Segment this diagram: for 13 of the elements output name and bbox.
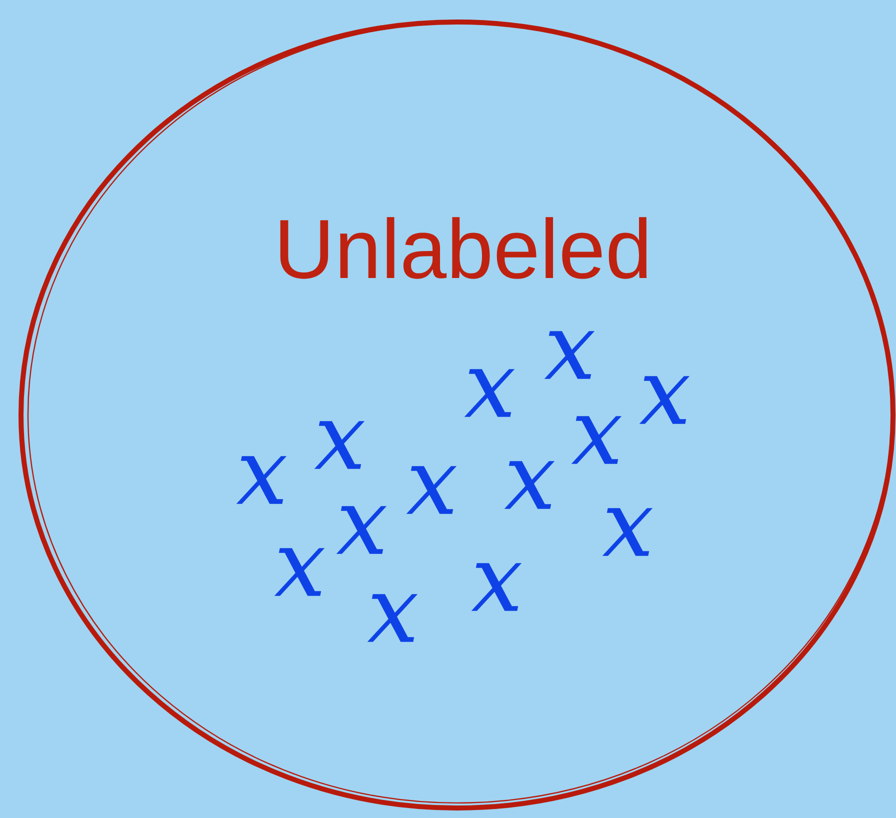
letter: x (639, 376, 690, 424)
letter: x (571, 416, 622, 464)
letter: x (314, 421, 365, 469)
letter: x (336, 506, 387, 554)
letter: x (406, 466, 457, 514)
letter: x (274, 548, 325, 596)
letter: x (471, 563, 522, 611)
letter: x (367, 594, 418, 642)
letter: x (236, 456, 287, 504)
letter: x (464, 369, 515, 417)
letter: x (602, 508, 653, 556)
letter: x (544, 331, 595, 379)
letter: x (504, 461, 555, 509)
